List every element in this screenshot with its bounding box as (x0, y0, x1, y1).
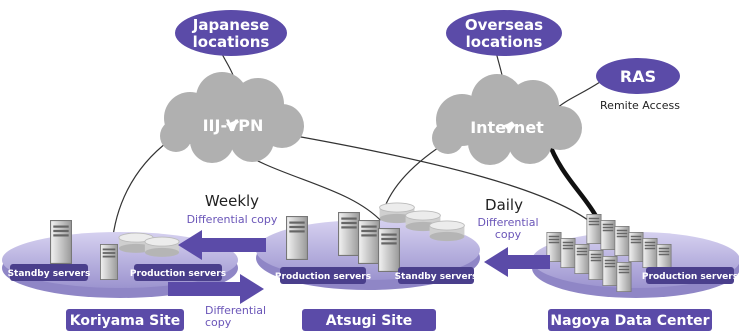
server-icon (99, 244, 119, 280)
overseas-line1: Overseas (465, 16, 543, 34)
japanese-line1: Japanese (192, 16, 270, 34)
atsugi-site-banner: Atsugi Site (302, 309, 436, 331)
server-icon (586, 214, 602, 244)
server-icon (50, 220, 72, 264)
nagoya-production-tag: Production servers (642, 267, 738, 284)
server-icon (614, 226, 630, 256)
koriyama-production-tag: Production servers (130, 264, 226, 281)
atsugi-site-label: Atsugi Site (326, 313, 413, 329)
daily-title: Daily (485, 196, 523, 214)
server-icon (286, 216, 308, 260)
bottom-desc-line2: copy (205, 316, 232, 329)
nagoya-site-label: Nagoya Data Center (550, 313, 709, 329)
atsugi-standby-label: Standby servers (395, 272, 478, 282)
line-vpn-nagoya (289, 134, 601, 231)
line-internet-nagoya-thick (545, 139, 599, 220)
nagoya-site-banner: Nagoya Data Center (548, 309, 712, 331)
overseas-line2: locations (466, 33, 543, 51)
server-icon (358, 220, 380, 264)
daily-desc-line2: copy (495, 228, 522, 241)
server-icon (588, 250, 604, 280)
line-ras-internet (554, 81, 601, 111)
server-icon (628, 232, 644, 262)
weekly-desc: Differential copy (187, 213, 278, 226)
server-icon (574, 244, 590, 274)
server-icon (600, 220, 616, 250)
koriyama-standby-label: Standby servers (8, 269, 91, 279)
daily-desc-line1: Differential (477, 216, 538, 229)
storage-disk-icon (429, 220, 465, 242)
weekly-title: Weekly (205, 192, 259, 210)
internet-cloud-label: Internet (470, 118, 544, 137)
atsugi-production-label: Production servers (275, 272, 371, 282)
vpn-cloud: IIJ-VPN (160, 72, 304, 163)
koriyama-production-label: Production servers (130, 269, 226, 279)
arrow-atsugi-to-koriyama (178, 230, 266, 260)
server-icon (602, 256, 618, 286)
japanese-locations-node: Japanese locations (175, 10, 287, 56)
koriyama-standby-tag: Standby servers (8, 264, 91, 281)
server-icon (560, 238, 576, 268)
arrow-nagoya-to-atsugi (484, 247, 550, 277)
overseas-locations-node: Overseas locations (446, 10, 562, 56)
koriyama-site-banner: Koriyama Site (66, 309, 184, 331)
server-icon (378, 228, 400, 272)
vpn-cloud-label: IIJ-VPN (203, 116, 264, 135)
bottom-desc-line1: Differential (205, 304, 266, 317)
koriyama-site-label: Koriyama Site (70, 313, 180, 329)
nagoya-production-label: Production servers (642, 272, 738, 282)
ras-caption: Remite Access (600, 99, 680, 112)
server-icon (338, 212, 360, 256)
internet-cloud: Internet (432, 74, 582, 165)
ras-node: RAS Remite Access (596, 58, 680, 112)
atsugi-standby-tag: Standby servers (395, 267, 478, 284)
server-icon (642, 238, 658, 268)
line-vpn-koriyama (111, 139, 171, 246)
atsugi-production-tag: Production servers (275, 267, 371, 284)
arrow-koriyama-to-atsugi (168, 274, 264, 304)
ras-label: RAS (620, 67, 656, 86)
storage-disk-icon (144, 236, 180, 258)
japanese-line2: locations (193, 33, 270, 51)
server-icon (616, 262, 632, 292)
